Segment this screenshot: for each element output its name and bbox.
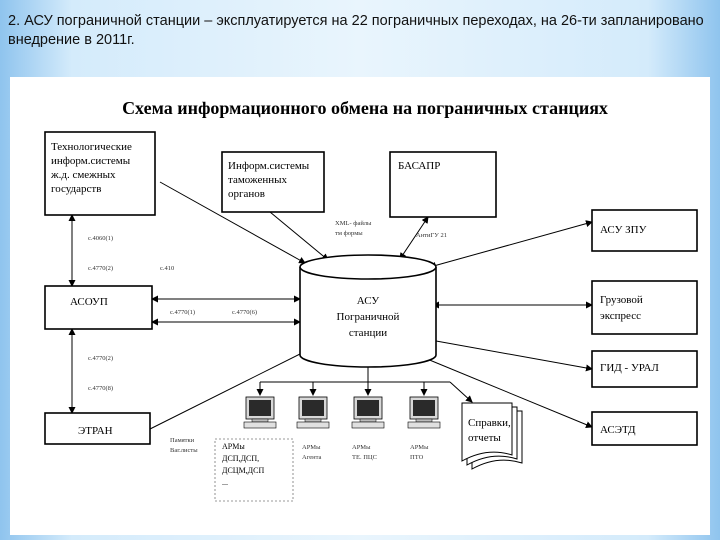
box-gid-ural: ГИД - УРАЛ <box>591 350 698 388</box>
box-etran: ЭТРАН <box>44 412 151 445</box>
svg-text:Справки,: Справки, <box>468 417 511 429</box>
link-cylinder-asetd <box>414 353 593 428</box>
svg-text:БАСАПР: БАСАПР <box>398 160 440 172</box>
label-xml-forms: тм формы <box>335 230 363 237</box>
label-arm-dsp: АРМы ДСП,ДСП, ДСЦМ,ДСП ... <box>214 438 294 502</box>
reports-documents: Справки, отчеты <box>461 402 523 470</box>
link-customs-cylinder <box>269 211 329 261</box>
svg-text:ДСЦМ,ДСП: ДСЦМ,ДСП <box>222 466 264 475</box>
svg-text:информ.системы: информ.системы <box>51 155 131 167</box>
box-asoup: АСОУП <box>44 285 153 330</box>
computer-icon <box>407 396 441 429</box>
computer-icon <box>351 396 385 429</box>
label-xml-files: XML- файлы <box>335 220 372 227</box>
slide-text: 2. АСУ пограничной станции – эксплуатиру… <box>8 13 704 48</box>
svg-text:Агента: Агента <box>302 454 322 461</box>
label-410: с.410 <box>160 265 174 272</box>
svg-text:Памятки: Памятки <box>170 437 195 444</box>
computer-icon <box>243 396 277 429</box>
svg-text:Информ.системы: Информ.системы <box>228 160 310 172</box>
label-arm-tehpc: АРМы ТЕ. ПЦС <box>352 444 377 461</box>
box-cargo-express: Грузовой экспресс <box>591 280 698 335</box>
svg-text:ЭТРАН: ЭТРАН <box>78 425 113 437</box>
svg-text:АСУ: АСУ <box>357 295 380 307</box>
label-arm-pto: АРМы ПТО <box>410 444 429 461</box>
link-cylinder-gidural <box>424 336 593 372</box>
svg-text:АРМы: АРМы <box>302 444 321 451</box>
box-customs-systems: Информ.системы таможенных органов <box>221 151 325 213</box>
bus-to-reports <box>449 381 473 403</box>
svg-text:таможенных: таможенных <box>228 174 288 186</box>
svg-text:Ваг.листы: Ваг.листы <box>170 447 198 454</box>
label-4060-1: с.4060(1) <box>88 235 113 242</box>
box-asu-zpu: АСУ ЗПУ <box>591 209 698 252</box>
computer-icon <box>296 396 330 429</box>
box-asetd: АСЭТД <box>591 411 698 446</box>
svg-text:государств: государств <box>51 183 101 195</box>
svg-text:экспресс: экспресс <box>600 310 641 322</box>
box-tech-systems: Технологические информ.системы ж.д. смеж… <box>44 131 156 216</box>
svg-text:органов: органов <box>228 188 265 200</box>
svg-text:АСУ ЗПУ: АСУ ЗПУ <box>600 224 647 236</box>
svg-text:отчеты: отчеты <box>468 432 501 444</box>
label-4770-8: с.4770(8) <box>88 385 113 392</box>
svg-text:ДСП,ДСП,: ДСП,ДСП, <box>222 454 259 463</box>
diagram-panel: Схема информационного обмена на погранич… <box>10 77 710 535</box>
svg-text:АСЭТД: АСЭТД <box>600 424 636 436</box>
link-cylinder-asuzpu <box>429 220 593 269</box>
label-4770-1: с.4770(1) <box>170 309 195 316</box>
information-exchange-diagram: Схема информационного обмена на погранич… <box>44 98 698 502</box>
svg-text:ж.д. смежных: ж.д. смежных <box>50 169 116 181</box>
label-arm-customs: Памятки Ваг.листы <box>170 437 198 454</box>
svg-text:...: ... <box>222 478 228 487</box>
label-4770-6: с.4770(6) <box>232 309 257 316</box>
svg-text:Технологические: Технологические <box>51 141 132 153</box>
link-tech-cylinder <box>159 181 306 264</box>
box-basapr: БАСАПР <box>389 151 497 218</box>
label-arm-agent: АРМы Агента <box>302 444 322 461</box>
svg-text:станции: станции <box>349 327 387 339</box>
cylinder-asu-border-station: АСУ Пограничной станции <box>299 254 437 368</box>
svg-text:АРМы: АРМы <box>352 444 371 451</box>
svg-text:Грузовой: Грузовой <box>600 294 643 306</box>
svg-text:ТЕ. ПЦС: ТЕ. ПЦС <box>352 454 377 461</box>
svg-text:АСОУП: АСОУП <box>70 296 108 308</box>
label-antiguns: АнтиГУ 21 <box>416 232 447 239</box>
svg-text:ПТО: ПТО <box>410 454 424 461</box>
svg-text:АРМы: АРМы <box>410 444 429 451</box>
diagram-title: Схема информационного обмена на погранич… <box>122 98 608 118</box>
label-4770-2b: с.4770(2) <box>88 355 113 362</box>
svg-text:Пограничной: Пограничной <box>337 311 400 323</box>
label-4770-2a: с.4770(2) <box>88 265 113 272</box>
link-basapr-cylinder <box>399 216 429 260</box>
link-etran-cylinder <box>149 348 311 430</box>
svg-text:АРМы: АРМы <box>222 442 245 451</box>
svg-text:ГИД - УРАЛ: ГИД - УРАЛ <box>600 362 659 374</box>
